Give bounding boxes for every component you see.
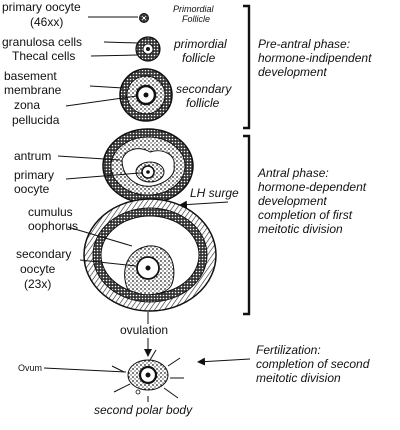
svg-text:hormone-dependent: hormone-dependent [258, 180, 367, 194]
label-ovulation: ovulation [120, 323, 168, 337]
label-oocyte: oocyte [14, 182, 50, 196]
stage-lh-surge: LH surge [190, 186, 239, 200]
svg-text:development: development [258, 194, 327, 208]
stage-primordial-1: primordial [173, 37, 227, 51]
svg-text:hormone-indipendent: hormone-indipendent [258, 51, 372, 65]
stage-primordial-small-1: Primordial [173, 4, 215, 14]
label-cumulus: cumulus [28, 205, 73, 219]
fertilization-phase-text: Fertilization: completion of second meit… [256, 343, 370, 385]
fertilization-arrow [197, 357, 251, 366]
label-oophorus: oophorus [28, 219, 78, 233]
svg-text:Fertilization:: Fertilization: [256, 343, 321, 357]
label-second-polar-body: second polar body [94, 403, 193, 417]
label-membrane: membrane [4, 83, 62, 97]
mature-follicle-drawing [83, 198, 217, 312]
label-ploidy-23: (23x) [24, 277, 51, 291]
label-basement: basement [4, 69, 57, 83]
svg-text:completion of second: completion of second [256, 357, 370, 371]
antral-phase-text: Antral phase: hormone-dependent developm… [257, 166, 367, 236]
stage-secondary-1: secondary [176, 82, 232, 96]
svg-text:meitotic division: meitotic division [258, 222, 343, 236]
svg-text:Antral phase:: Antral phase: [257, 166, 329, 180]
svg-text:meitotic division: meitotic division [256, 371, 341, 385]
primary-oocyte-drawing [139, 13, 149, 23]
svg-text:Pre-antral phase:: Pre-antral phase: [258, 37, 350, 51]
label-ploidy-46: (46xx) [30, 15, 63, 29]
preantral-bracket [243, 4, 251, 130]
stage-primordial-2: follicle [182, 51, 216, 65]
stage-secondary-2: follicle [186, 96, 220, 110]
label-primary: primary [14, 168, 54, 182]
label-pellucida: pellucida [12, 113, 60, 127]
svg-text:development: development [258, 65, 327, 79]
primordial-follicle-drawing [135, 36, 161, 62]
preantral-phase-text: Pre-antral phase: hormone-indipendent de… [258, 37, 372, 79]
svg-text:completion of first: completion of first [258, 208, 353, 222]
label-secondary: secondary [16, 247, 71, 261]
label-granulosa-cells: granulosa cells [2, 35, 82, 49]
label-antrum: antrum [14, 149, 51, 163]
label-thecal-cells: Thecal cells [12, 49, 75, 63]
secondary-follicle-drawing [119, 68, 173, 122]
label-oocyte-2: oocyte [20, 262, 56, 276]
lh-surge-arrow [179, 200, 229, 209]
label-zona: zona [14, 98, 40, 112]
antral-bracket [243, 134, 251, 316]
antral-follicle-drawing [102, 128, 194, 204]
label-ovum: Ovum [18, 363, 42, 373]
ovum-drawing [111, 349, 184, 399]
label-primary-oocyte: primary oocyte [2, 0, 81, 14]
stage-primordial-small-2: Follicle [182, 14, 210, 24]
